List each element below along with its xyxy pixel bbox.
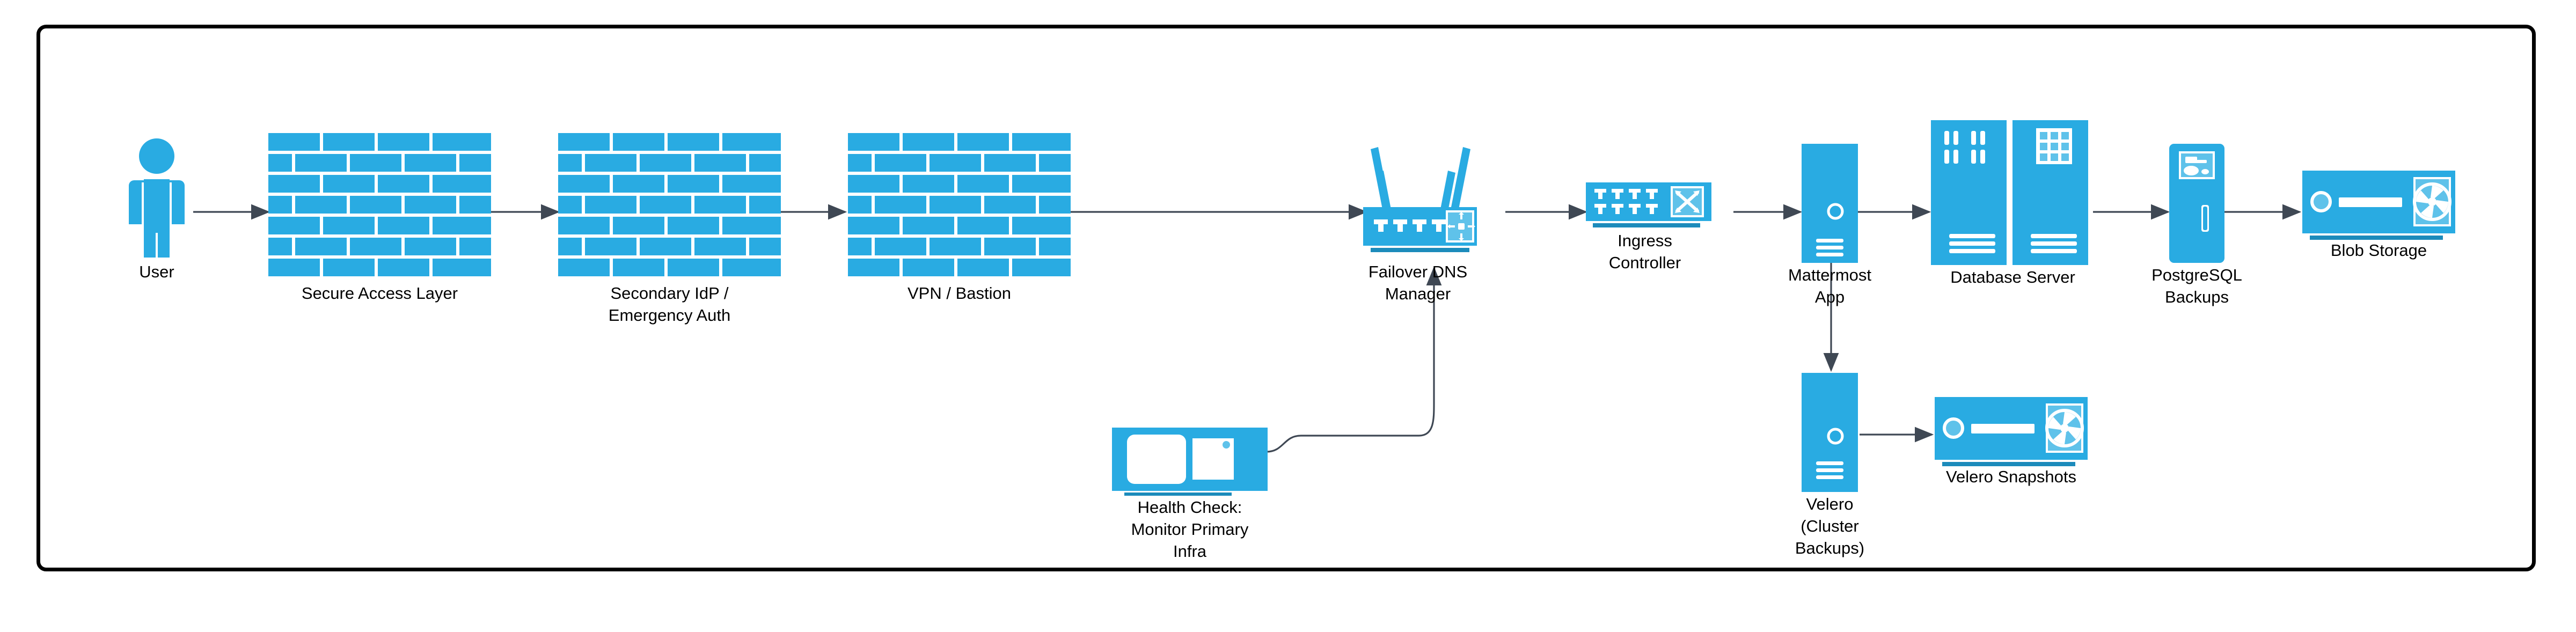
node-vpn-bastion[interactable]: VPN / Bastion	[848, 133, 1071, 303]
wireless-router-icon	[1363, 147, 1477, 252]
node-mattermost-app[interactable]: Mattermost App	[1788, 144, 1871, 306]
node-secondary-idp[interactable]: Secondary IdP / Emergency Auth	[558, 133, 781, 325]
server-tower-icon	[1802, 373, 1858, 492]
node-velero[interactable]: Velero (Cluster Backups)	[1795, 373, 1864, 557]
server-tower-icon	[1802, 144, 1858, 263]
disk-storage-icon	[2302, 171, 2455, 240]
node-blob-storage[interactable]: Blob Storage	[2302, 171, 2455, 260]
diagram-boundary	[36, 25, 2536, 571]
monitor-icon	[1112, 428, 1268, 496]
brick-wall-icon	[558, 133, 781, 276]
node-failover-dns-manager[interactable]: Failover DNS Manager	[1363, 144, 1505, 303]
node-secure-access-layer[interactable]: Secure Access Layer	[268, 133, 491, 303]
user-icon	[129, 138, 185, 258]
node-user[interactable]: User	[119, 138, 194, 281]
node-health-check[interactable]: Health Check: Monitor Primary Infra	[1112, 428, 1268, 561]
node-database-server[interactable]: Database Server	[1931, 120, 2095, 286]
brick-wall-icon	[268, 133, 491, 276]
node-velero-snapshots[interactable]: Velero Snapshots	[1935, 397, 2088, 486]
database-rack-icon	[1931, 120, 2088, 265]
node-postgresql-backups[interactable]: PostgreSQL Backups	[2151, 144, 2242, 306]
network-switch-icon	[1586, 182, 1711, 227]
node-ingress-controller[interactable]: Ingress Controller	[1586, 182, 1720, 272]
brick-wall-icon	[848, 133, 1071, 276]
backup-tower-icon	[2169, 144, 2224, 263]
disk-storage-icon	[1935, 397, 2088, 466]
